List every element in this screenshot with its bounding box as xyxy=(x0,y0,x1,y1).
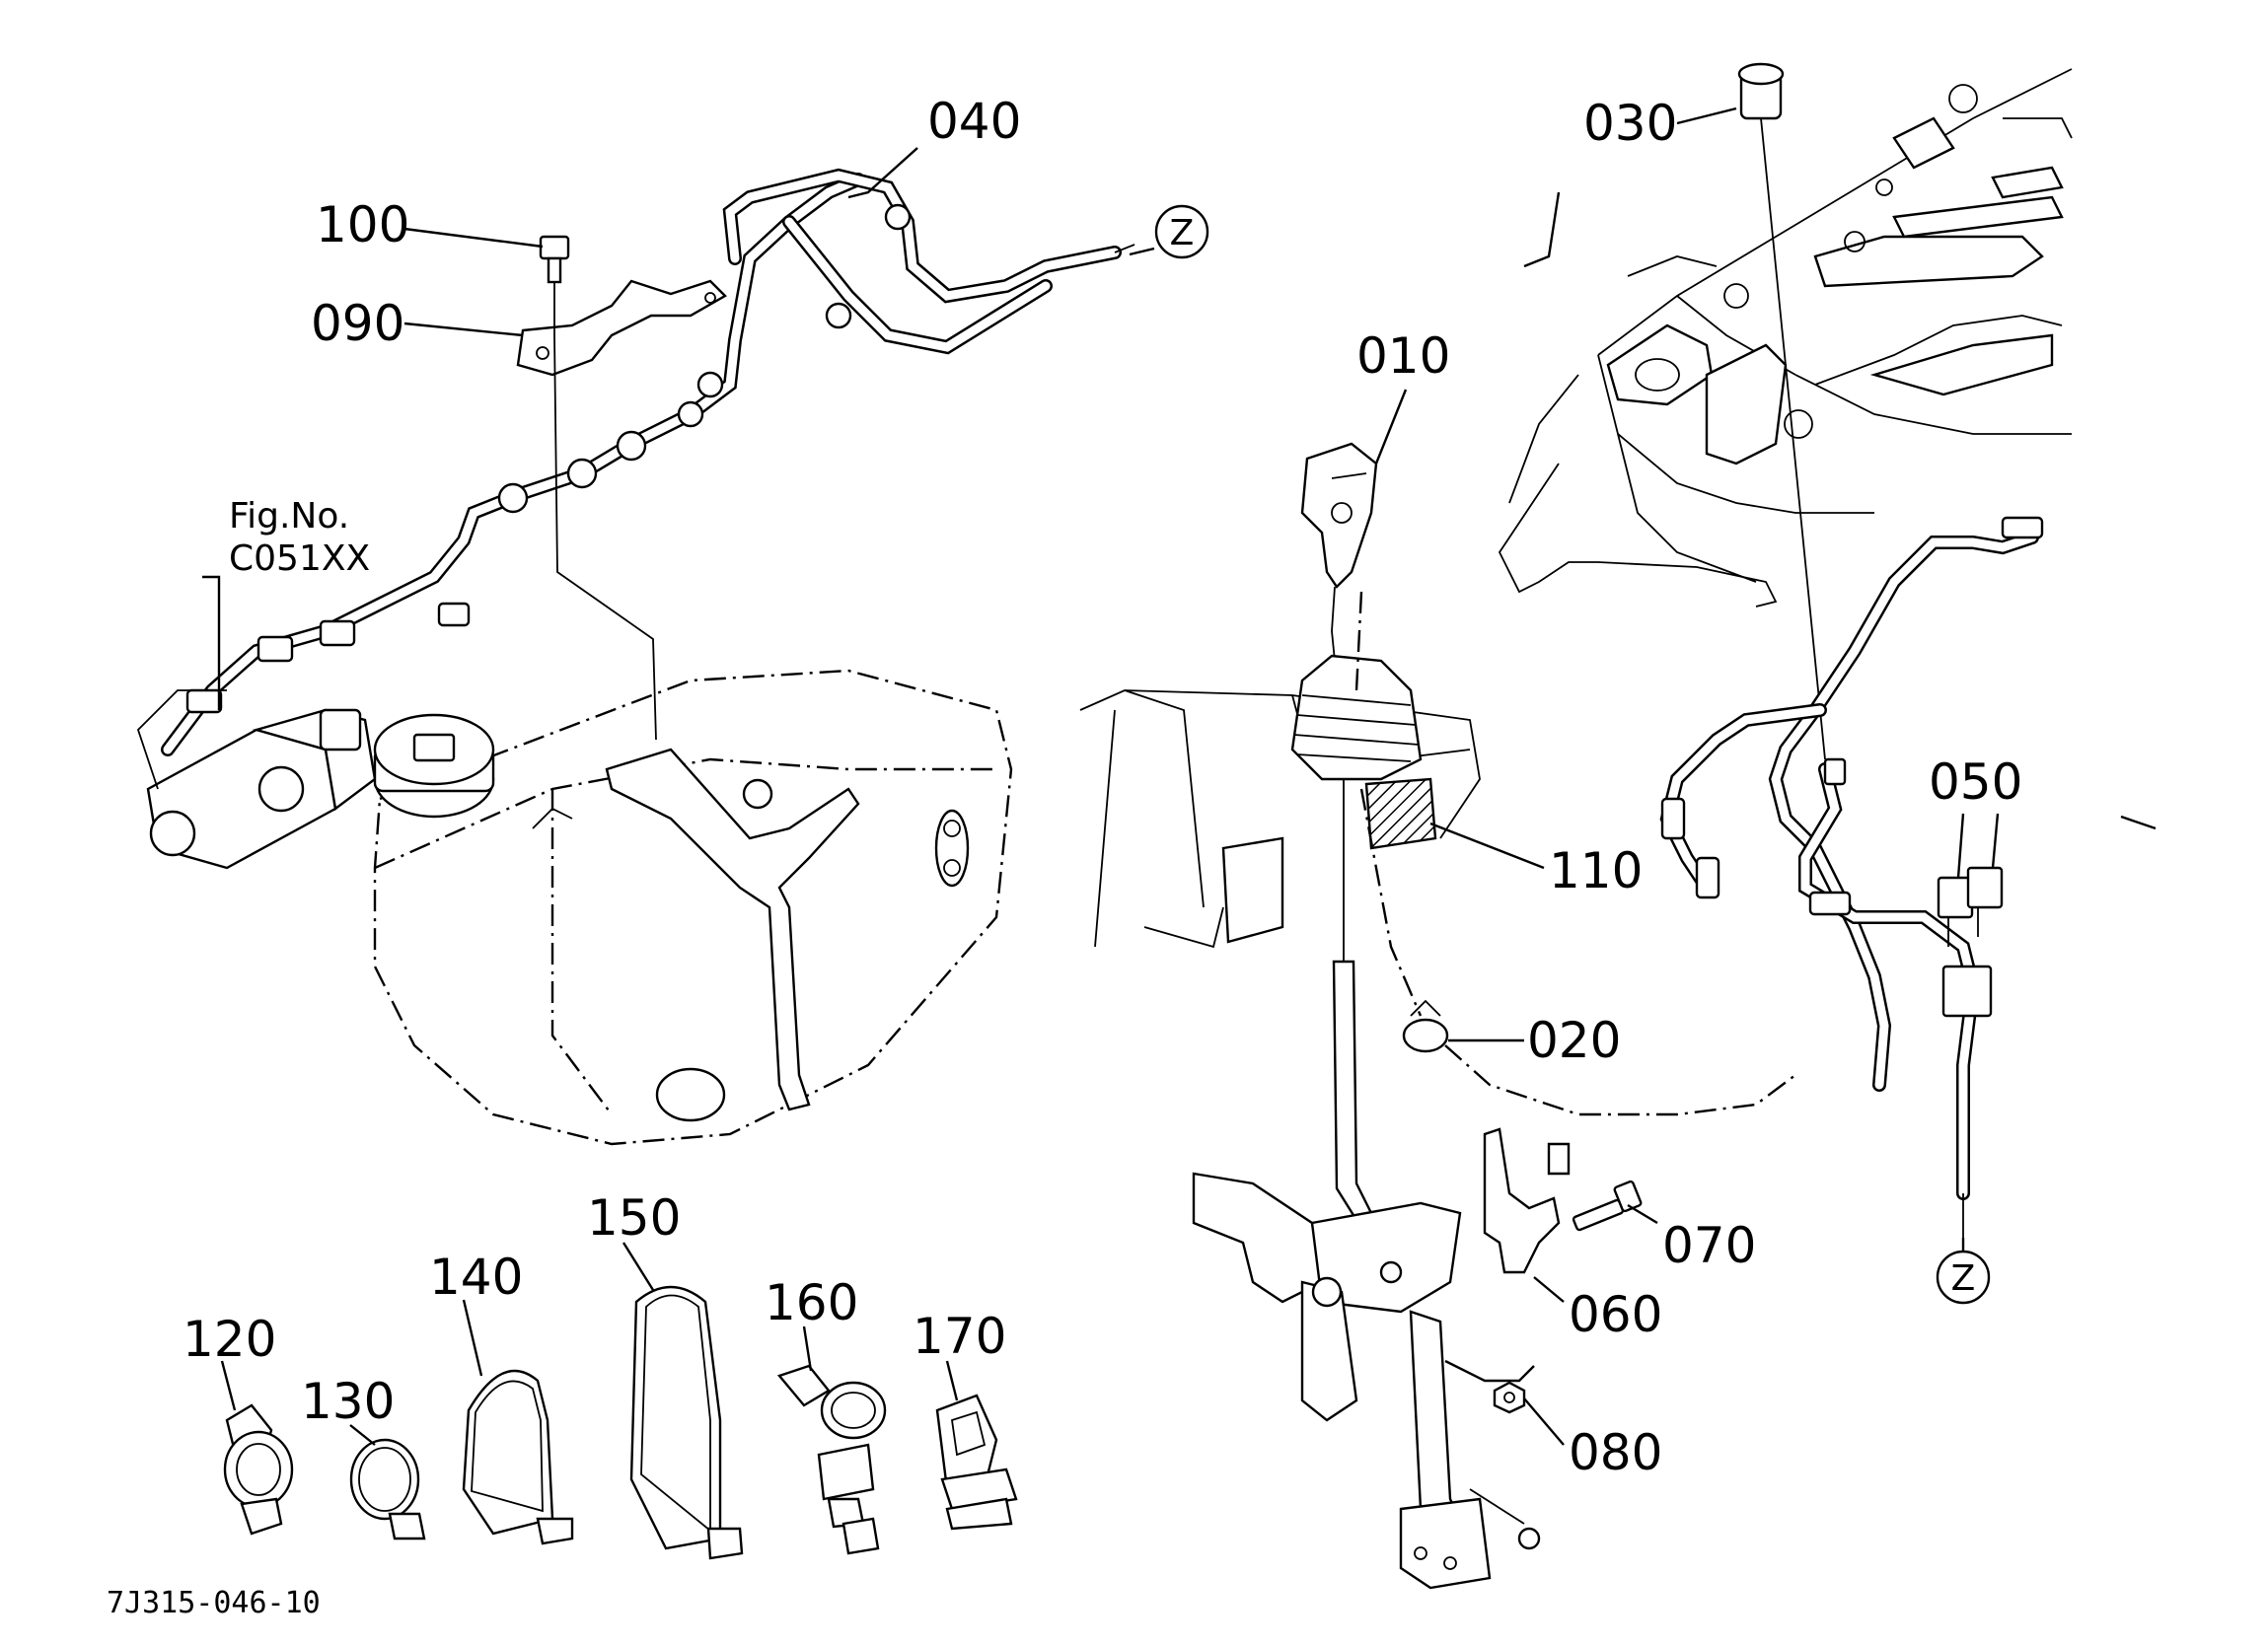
switch-030 xyxy=(1737,62,1826,760)
callout-060: 060 xyxy=(1569,1286,1662,1343)
callout-040: 040 xyxy=(927,93,1021,150)
connector-marker-bottom: Z xyxy=(1951,1258,1976,1299)
bracket-090 xyxy=(516,279,727,377)
lever-boot xyxy=(1290,654,1423,781)
connector-marker-top: Z xyxy=(1170,213,1195,253)
tank-strap xyxy=(605,748,860,1111)
clip-170 xyxy=(935,1394,1018,1531)
solenoid-valve xyxy=(136,689,377,870)
callout-070: 070 xyxy=(1662,1217,1756,1274)
connector-marker-circle-bottom xyxy=(1936,1250,1991,1305)
leader-lines xyxy=(202,107,2157,1446)
callout-080: 080 xyxy=(1569,1424,1662,1481)
callout-140: 140 xyxy=(429,1249,523,1306)
callout-150: 150 xyxy=(587,1189,681,1247)
clip-160 xyxy=(776,1364,887,1555)
reference-fig-number: C051XX xyxy=(229,538,370,579)
callout-010: 010 xyxy=(1356,327,1450,385)
lever-grip-010 xyxy=(1300,442,1378,681)
callout-130: 130 xyxy=(301,1373,395,1430)
callout-090: 090 xyxy=(311,295,404,352)
clip-130 xyxy=(349,1438,426,1540)
callout-020: 020 xyxy=(1527,1012,1621,1069)
reference-fig-label: Fig.No. xyxy=(229,496,349,537)
right-harness xyxy=(1659,516,2044,1238)
callout-120: 120 xyxy=(183,1311,276,1368)
relay-050 xyxy=(1937,866,2004,1018)
callout-100: 100 xyxy=(316,196,409,253)
band-140 xyxy=(462,1369,574,1545)
switch-bracket-060 xyxy=(1483,1127,1571,1274)
bolt-070 xyxy=(1572,1180,1643,1232)
dashboard-housing xyxy=(1498,68,2073,608)
lever-rod xyxy=(1332,779,1378,1230)
callout-030: 030 xyxy=(1583,95,1677,152)
clip-120 xyxy=(223,1403,294,1536)
callout-170: 170 xyxy=(913,1308,1006,1365)
bolt-100 xyxy=(539,235,570,335)
lever-bracket xyxy=(1192,1172,1541,1590)
connector-marker-circle-top xyxy=(1154,204,1209,259)
clamp-020 xyxy=(1402,999,1449,1053)
nut-080 xyxy=(1493,1381,1526,1414)
band-150 xyxy=(629,1285,744,1560)
wiring-harness-040 xyxy=(161,168,1135,756)
console-panel xyxy=(1079,689,1481,949)
callout-110: 110 xyxy=(1549,842,1643,899)
fluid-tank xyxy=(373,669,1013,1146)
drawing-code: 7J315-046-10 xyxy=(107,1586,321,1620)
callout-160: 160 xyxy=(765,1274,858,1331)
callout-050: 050 xyxy=(1929,753,2022,811)
